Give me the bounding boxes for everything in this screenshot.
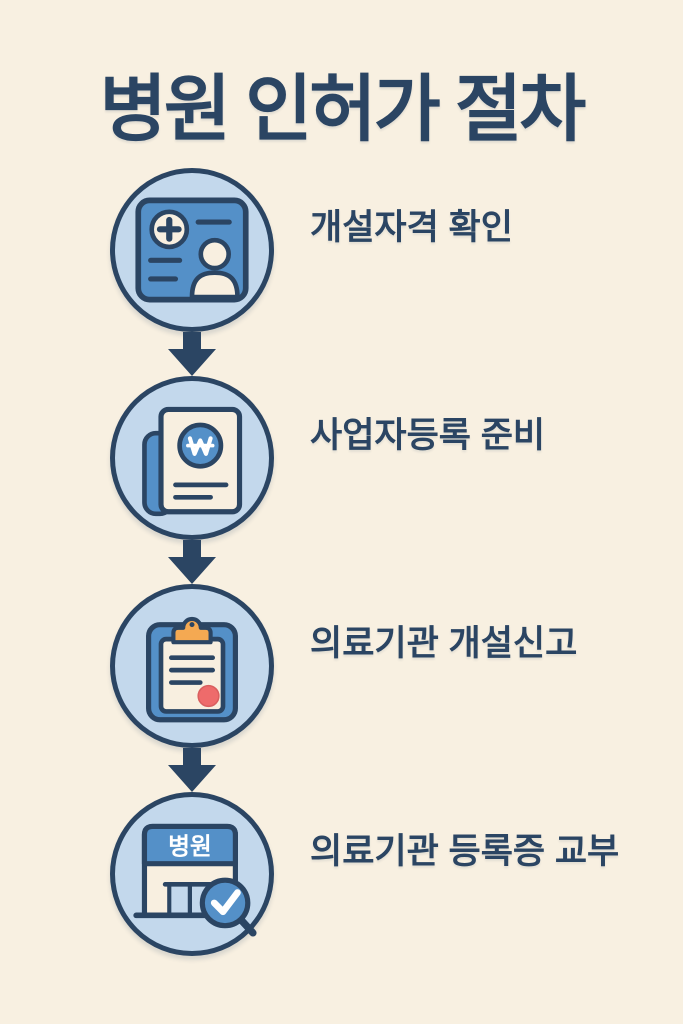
page-title: 병원 인허가 절차 [99, 69, 587, 150]
down-arrow-icon [110, 540, 274, 584]
clipboard-stamp-icon [130, 604, 254, 728]
down-arrow-icon [110, 748, 274, 792]
step-2-label: 사업자등록 준비 [310, 415, 546, 455]
step-3-icon-circle [110, 584, 274, 748]
hospital-sign-text: 병원 [168, 833, 212, 860]
magnifier-check-icon [199, 877, 257, 937]
down-arrow-icon [110, 332, 274, 376]
step-2-icon-circle [110, 376, 274, 540]
step-row-3: 의료기관 개설신고 [110, 584, 619, 748]
step-row-2: 사업자등록 준비 [110, 376, 619, 540]
step-row-4: 병원 의료기관 등록증 교부 [110, 792, 619, 956]
step-1-icon-circle [110, 168, 274, 332]
hospital-storefront-check-icon: 병원 [130, 812, 257, 937]
step-3-label: 의료기관 개설신고 [310, 623, 578, 663]
won-currency-document-icon [130, 396, 254, 520]
process-flow: 개설자격 확인 [110, 168, 619, 956]
step-1-label: 개설자격 확인 [310, 207, 513, 247]
medical-id-card-icon [130, 188, 254, 312]
step-4-icon-circle: 병원 [110, 792, 274, 956]
step-4-label: 의료기관 등록증 교부 [310, 831, 620, 871]
step-row-1: 개설자격 확인 [110, 168, 619, 332]
